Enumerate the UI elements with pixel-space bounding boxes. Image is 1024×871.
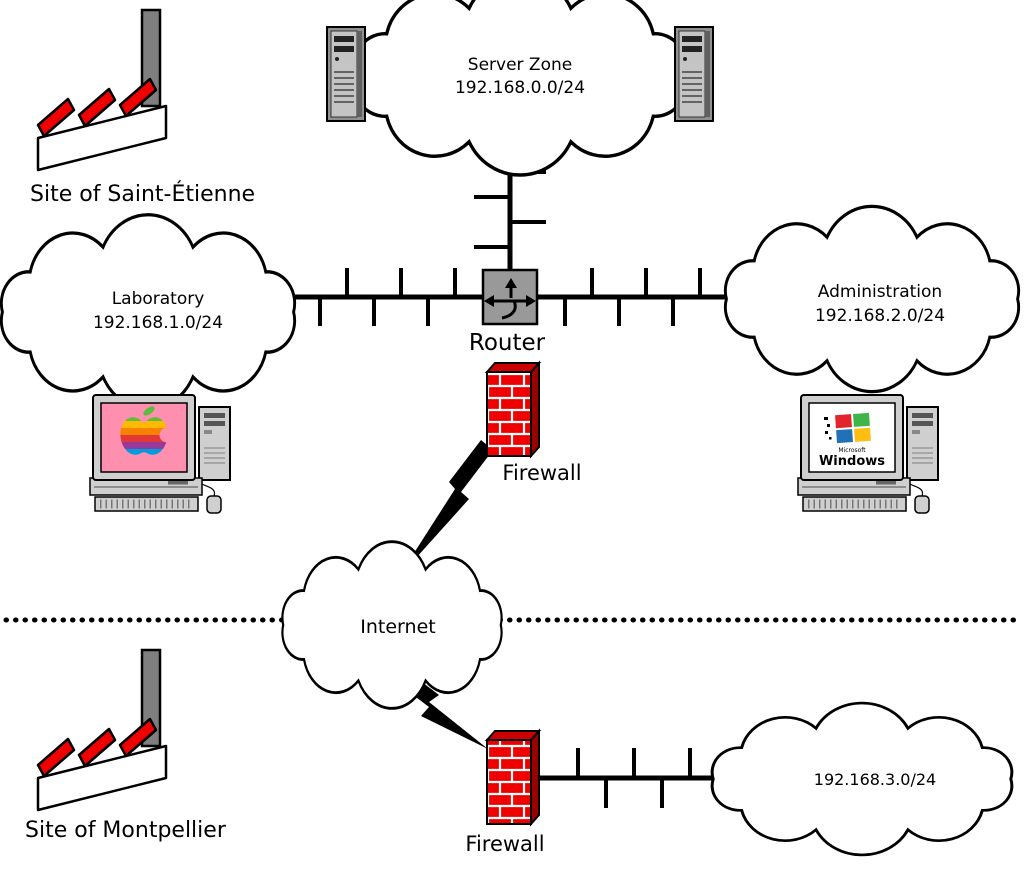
- microsoft-brand-text: Microsoft: [838, 447, 866, 454]
- windows-pane-yellow: [854, 427, 871, 442]
- mac-tower-slot: [204, 413, 225, 418]
- site-saint-etienne-label: Site of Saint-Étienne: [30, 181, 255, 207]
- pc-tower: [906, 406, 939, 481]
- firewall-branch-icon: [484, 728, 542, 827]
- pc-floppy-slot: [876, 481, 896, 485]
- firewall-brick-face: [486, 371, 532, 457]
- site-montpellier-label: Site of Montpellier: [25, 818, 227, 843]
- montpellier-lan-subnet: 192.168.3.0/24: [814, 770, 936, 789]
- branch-bus-ticks: [576, 748, 692, 808]
- laboratory-subnet: 192.168.1.0/24: [93, 313, 223, 333]
- mac-floppy-slot: [168, 481, 188, 485]
- pc-tower-slot: [912, 413, 933, 418]
- mac-tower: [198, 406, 231, 481]
- router-label: Router: [469, 330, 546, 356]
- administration-title: Administration: [818, 282, 942, 302]
- pc-mouse-cable: [909, 483, 924, 497]
- server-zone-subnet: 192.168.0.0/24: [455, 78, 585, 98]
- mac-mouse: [206, 495, 222, 514]
- mac-tower-vents: [204, 447, 225, 464]
- mac-tower-button: [204, 430, 212, 434]
- router-icon: [481, 268, 539, 326]
- internet-label: Internet: [360, 616, 435, 638]
- server-tower-right-icon: [674, 26, 714, 122]
- cloud-laboratory: [0, 213, 297, 411]
- firewall-brick-face: [486, 739, 532, 825]
- server-tower-left-icon: [326, 26, 366, 122]
- pc-tower-slot: [912, 421, 933, 426]
- mac-workstation-icon: [89, 394, 231, 514]
- windows-pane-blue: [836, 429, 853, 444]
- server-zone-title: Server Zone: [468, 55, 572, 75]
- mac-tower-slot: [204, 421, 225, 426]
- firewall-branch-label: Firewall: [465, 832, 544, 856]
- firewall-side-face: [530, 728, 540, 827]
- factory-montpellier-icon: [36, 648, 168, 812]
- mac-mouse-cable: [201, 483, 216, 497]
- apple-bite: [159, 427, 175, 443]
- windows-pane-red: [835, 414, 852, 429]
- windows-brand-text: Windows: [819, 454, 885, 469]
- pc-mouse: [914, 495, 930, 514]
- laboratory-title: Laboratory: [112, 289, 205, 309]
- windows-workstation-icon: Microsoft Windows: [797, 394, 939, 514]
- lightning-link-hq: [398, 440, 493, 578]
- apple-leaf: [143, 406, 155, 416]
- pc-tower-vents: [912, 447, 933, 464]
- router-arrowhead-up: [505, 278, 517, 288]
- router-arrowhead-right: [526, 295, 536, 307]
- firewall-hq-label: Firewall: [502, 461, 581, 485]
- bus-ticks-left: [318, 268, 457, 326]
- router-curve-arrow: [501, 300, 517, 320]
- router-arrowhead-left: [484, 295, 494, 307]
- firewall-hq-icon: [484, 360, 542, 459]
- firewall-side-face: [530, 360, 540, 459]
- windows-logo: Microsoft Windows: [819, 412, 885, 469]
- factory-saint-etienne-icon: [36, 8, 168, 172]
- bus-ticks-right: [563, 268, 702, 326]
- administration-subnet: 192.168.2.0/24: [815, 306, 945, 326]
- windows-pane-green: [853, 412, 870, 427]
- pc-tower-button: [912, 430, 920, 434]
